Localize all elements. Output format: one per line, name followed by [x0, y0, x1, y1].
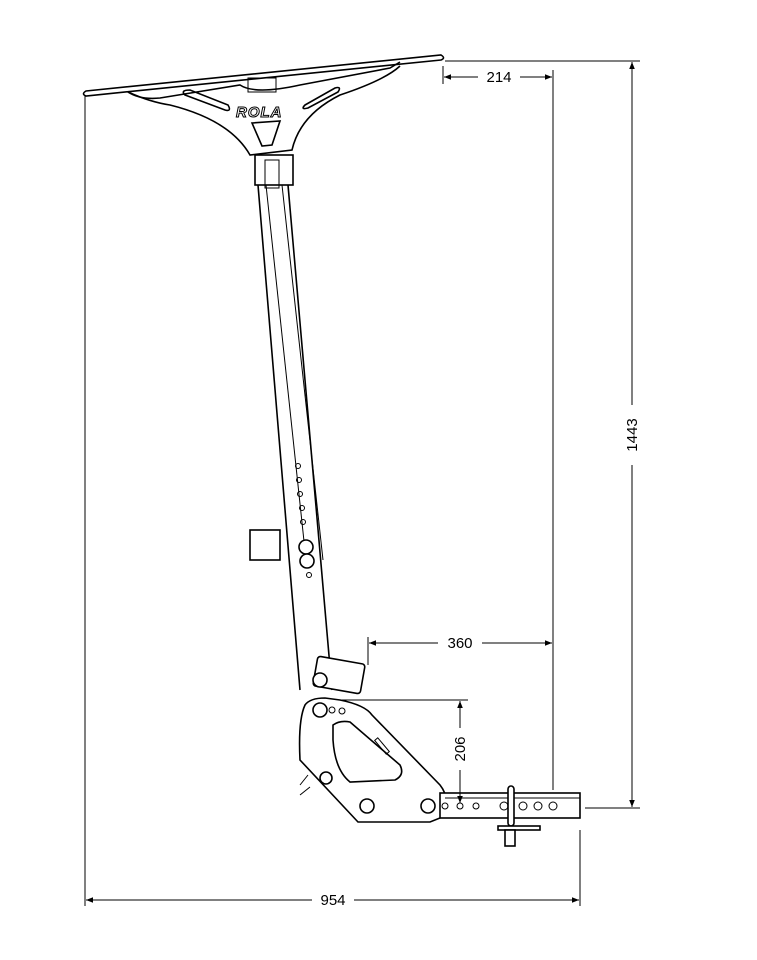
telescopic-pole: [249, 154, 366, 695]
svg-text:206: 206: [452, 736, 469, 761]
roof-plate: ROLA: [82, 54, 445, 156]
dimension-mid-offset: 360: [367, 635, 552, 665]
svg-text:214: 214: [486, 69, 511, 86]
svg-text:954: 954: [320, 892, 345, 909]
svg-text:360: 360: [447, 635, 472, 652]
svg-text:1443: 1443: [624, 418, 641, 451]
dimension-width: 954: [84, 96, 581, 909]
dimension-bracket-height: 206: [340, 699, 469, 803]
horizontal-arm: [439, 785, 581, 847]
mount-bracket: [298, 697, 447, 823]
rola-logo: ROLA: [236, 104, 283, 121]
dimension-top-offset: 214: [442, 66, 554, 790]
dimension-height: 1443: [445, 60, 641, 809]
pole-clamp: [249, 529, 281, 561]
